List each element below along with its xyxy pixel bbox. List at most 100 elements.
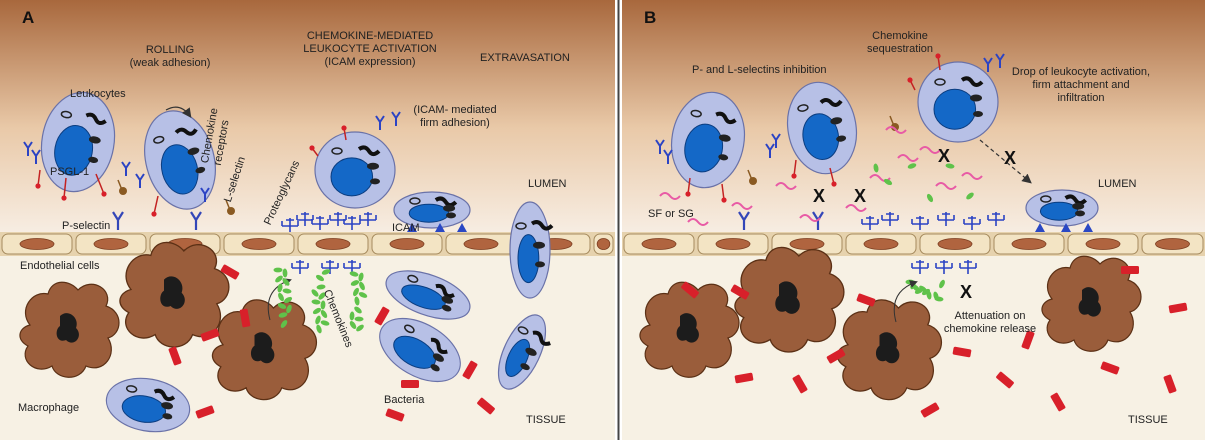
macrophage-b3 xyxy=(836,299,943,401)
sf-sg-molecule xyxy=(885,126,907,134)
x-mark-release: X xyxy=(960,282,973,302)
leukocyte-granule xyxy=(331,147,343,155)
proteoglycan xyxy=(987,212,1005,226)
chemokine-particle xyxy=(354,296,360,306)
receptor xyxy=(200,187,210,202)
chemokine-particle xyxy=(349,271,359,277)
icam-marker xyxy=(1083,223,1093,232)
endothelial-nucleus xyxy=(1085,238,1121,250)
chemokine-particle xyxy=(359,281,365,291)
leukocyte-granule xyxy=(532,330,551,346)
proteoglycan xyxy=(963,216,981,230)
macrophage-b2 xyxy=(734,246,845,353)
leukocyte-granule xyxy=(530,220,554,231)
receptor xyxy=(391,111,401,126)
chemokine-particle xyxy=(277,283,283,293)
receptor xyxy=(135,173,145,188)
chemokine-particle xyxy=(282,268,288,278)
leukocyte-a3 xyxy=(314,131,396,209)
receptor xyxy=(375,115,385,130)
leukocyte-granule xyxy=(443,204,456,212)
proteoglycan xyxy=(911,260,929,274)
receptor xyxy=(995,53,1005,68)
chemokine-particle xyxy=(926,290,932,300)
leukocyte-nucleus xyxy=(517,234,540,284)
psgl1-tip xyxy=(101,191,107,197)
leukocyte-granule xyxy=(1072,202,1085,210)
leukocyte-nucleus xyxy=(54,125,94,176)
receptor xyxy=(765,143,775,158)
leukocyte-granule xyxy=(370,178,380,185)
proteoglycan xyxy=(291,260,309,274)
psgl1-arrow xyxy=(721,183,725,201)
leukocyte-a8 xyxy=(497,314,551,390)
macrophage-a3 xyxy=(211,299,318,401)
chemokine-particle xyxy=(283,296,293,304)
chemokine-particle xyxy=(939,279,945,289)
leukocyte-granule xyxy=(409,197,421,205)
endothelial-cells-label: Endothelial cells xyxy=(20,260,100,272)
proteoglycan xyxy=(311,216,329,230)
l-selectin-head xyxy=(227,207,235,215)
leukocyte-granule xyxy=(404,324,415,334)
p-selectin xyxy=(190,211,202,230)
chemokine-particle xyxy=(280,320,288,328)
leukocyte-granule xyxy=(1075,210,1085,217)
chemokine-particle xyxy=(873,163,879,173)
chemokine-particle xyxy=(315,315,321,325)
sf-sg-molecule xyxy=(935,182,957,190)
endothelial-nucleus xyxy=(641,238,677,250)
leukocyte-nucleus xyxy=(684,123,724,173)
chemokine-particle xyxy=(275,275,283,283)
leukocyte-granule xyxy=(520,363,530,371)
leukocyte-nucleus xyxy=(408,203,450,223)
bacterium xyxy=(734,372,754,384)
leukocyte-granule xyxy=(441,304,452,312)
leukocyte-b3 xyxy=(917,61,999,143)
chemokine-particle xyxy=(926,193,934,203)
rolling-label: ROLLING(weak adhesion) xyxy=(129,44,211,69)
psgl1-label: PSGL-1 xyxy=(50,166,90,178)
proteoglycan xyxy=(881,212,899,226)
psgl1-tip xyxy=(309,145,315,151)
chemokine-particle xyxy=(312,307,322,315)
endothelial-nucleus xyxy=(463,238,499,250)
macrophage-b1 xyxy=(639,281,740,378)
sf-sg-molecule xyxy=(775,182,797,190)
leukocyte-granule xyxy=(836,135,847,142)
x-mark-selectin-1: X xyxy=(813,186,826,206)
leukocyte-granule xyxy=(715,111,737,125)
leukocyte-granule xyxy=(446,212,456,219)
leukocyte-b2 xyxy=(786,81,858,175)
chemokine-particle xyxy=(320,320,330,326)
x-mark-selectin-2: X xyxy=(854,186,867,206)
leukocyte-granule xyxy=(819,98,843,107)
leukocyte-granule xyxy=(934,78,946,86)
endothelial-nucleus xyxy=(596,238,611,250)
bacterium xyxy=(996,371,1014,389)
leukocyte-granule xyxy=(533,241,545,249)
chemokine-particle xyxy=(316,324,322,334)
endothelial-nucleus xyxy=(93,238,129,250)
receptor xyxy=(31,149,41,164)
psgl1-tip xyxy=(35,183,41,189)
lumen-label-a: LUMEN xyxy=(528,178,567,190)
macrophage-a2 xyxy=(119,241,230,348)
bacterium xyxy=(856,293,876,307)
leukocyte-granule xyxy=(970,94,982,102)
proteoglycan xyxy=(329,212,347,226)
leukocyte-granule xyxy=(125,385,138,393)
leukocyte-granule xyxy=(187,147,200,155)
psgl1-tip xyxy=(791,173,797,179)
selectin-inhibition-label: P- and L-selectins inhibition xyxy=(692,64,827,76)
macrophage-nucleus xyxy=(160,276,185,309)
proteoglycan xyxy=(296,212,314,226)
leukocyte-nucleus xyxy=(1039,201,1079,221)
chemokine-particle xyxy=(320,310,328,318)
proteoglycan xyxy=(359,212,377,226)
chemokine-particle xyxy=(921,288,931,296)
chemokine-particle xyxy=(282,288,292,294)
